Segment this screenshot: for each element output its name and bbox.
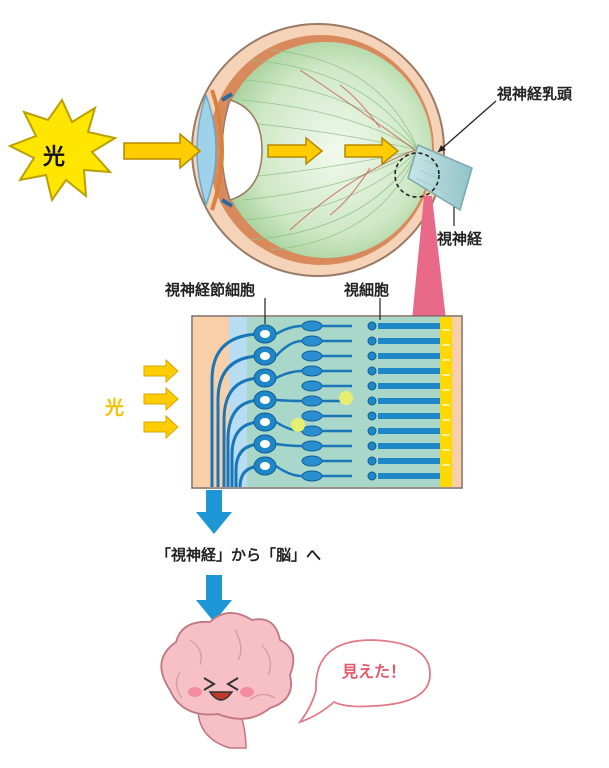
brain-character — [160, 612, 295, 749]
zoom-wedge — [412, 196, 446, 320]
light-arrows-eye — [123, 132, 400, 170]
optic-nerve — [407, 143, 473, 212]
blue-arrows — [196, 490, 232, 622]
optic-disc-highlight — [394, 152, 440, 198]
optic-nerve-label: 視神経 — [437, 230, 483, 248]
light-label-small: 光 — [105, 397, 125, 419]
photoreceptor-label: 視細胞 — [344, 281, 390, 299]
ganglion-cell-label: 視神経節細胞 — [165, 281, 256, 299]
light-arrows-retina — [143, 358, 179, 440]
light-label-big: 光 — [43, 145, 66, 170]
light-starburst — [7, 97, 118, 203]
speech-bubble — [297, 639, 431, 724]
speech-text: 見えた！ — [342, 662, 407, 681]
retina-cross-section — [191, 298, 463, 489]
to-brain-caption: 「視神経」から「脳」へ — [156, 546, 322, 564]
optic-disc-label: 視神経乳頭 — [497, 85, 573, 103]
pointer-line-disc — [437, 100, 497, 153]
